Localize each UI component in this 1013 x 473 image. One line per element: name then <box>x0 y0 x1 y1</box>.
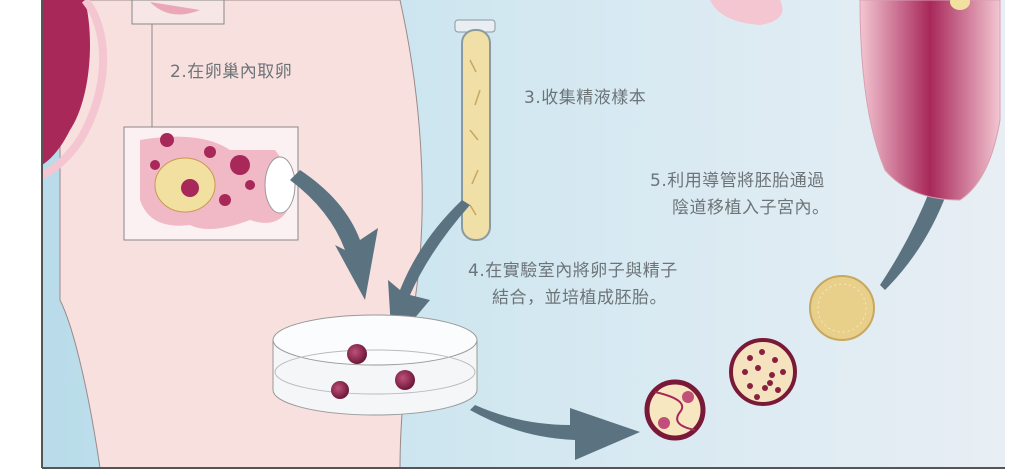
embryo-blastocyst <box>809 275 875 341</box>
step5-label-line2: 陰道移植入子宮內。 <box>672 198 830 218</box>
embryo-2cell <box>644 379 706 441</box>
arrow-egg-to-dish <box>290 170 378 300</box>
petri-dish <box>272 314 478 416</box>
step4-label-line2: 結合，並培植成胚胎。 <box>492 288 667 308</box>
step3-label: 3.收集精液樣本 <box>524 88 647 108</box>
step4-label-line1: 4.在實驗室內將卵子與精子 <box>468 261 678 281</box>
uterus-right <box>710 0 1001 201</box>
step5-label-line1: 5.利用導管將胚胎通過 <box>650 171 825 191</box>
semen-sample-tube <box>454 19 496 241</box>
ovary-egg-retrieval-inset <box>123 126 299 241</box>
arrow-dish-to-embryo <box>470 405 640 460</box>
embryo-morula <box>729 338 797 406</box>
left-uterus-wall <box>42 0 90 165</box>
step2-label: 2.在卵巢內取卵 <box>170 62 293 82</box>
arrow-sample-to-dish <box>388 200 470 345</box>
